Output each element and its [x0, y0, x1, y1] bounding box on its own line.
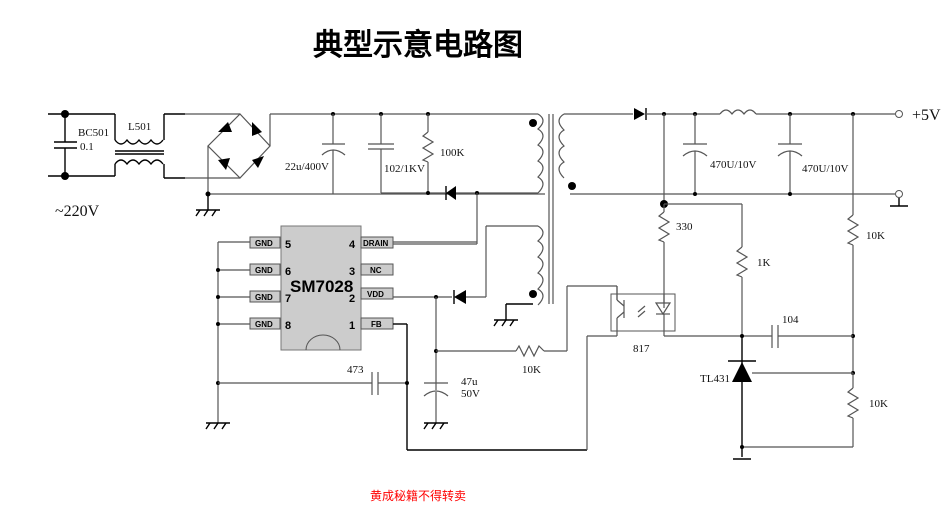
svg-text:GND: GND [255, 266, 273, 275]
snubber-res-label: 100K [440, 147, 465, 159]
svg-text:7: 7 [285, 293, 291, 305]
ic-name: SM7028 [290, 277, 353, 296]
svg-text:4: 4 [349, 239, 356, 251]
output-cap1-label: 470U/10V [710, 159, 757, 171]
secondary-output: +5V [585, 107, 941, 207]
output-terminal-ground [895, 190, 903, 198]
ic-sm7028: SM7028 GND 5 GND 6 GND 7 GND 8 DRAIN 4 [249, 225, 394, 351]
rcd-snubber [368, 112, 538, 200]
bc501-value: 0.1 [80, 141, 94, 153]
svg-text:VDD: VDD [367, 290, 384, 299]
l501-label: L501 [128, 121, 151, 133]
output-terminal-positive [895, 110, 903, 118]
ac-input-section: BC501 0.1 ~220V [48, 110, 115, 220]
footer-note: 黄成秘籍不得转卖 [370, 488, 466, 503]
common-mode-choke-l501 [114, 113, 185, 179]
fb-cap-label: 473 [347, 364, 364, 376]
tl431-label: TL431 [700, 373, 730, 385]
ic-pin-5: GND 5 [249, 236, 291, 251]
r330-label: 330 [676, 221, 693, 233]
vdd-cap-value: 47u [461, 376, 478, 388]
svg-text:FB: FB [371, 320, 382, 329]
vdd-cap-voltage: 50V [461, 388, 480, 400]
svg-text:2: 2 [349, 293, 355, 305]
x-capacitor-bc501 [54, 114, 77, 176]
tl431-symbol [732, 362, 752, 382]
ic-pin-2: VDD 2 [349, 287, 394, 305]
ground-icon [493, 319, 518, 327]
r-bottom-label: 10K [869, 398, 888, 410]
bridge-diode-2 [252, 122, 262, 136]
bulk-cap-label: 22u/400V [285, 161, 329, 173]
input-voltage-label: ~220V [55, 203, 100, 220]
snubber-cap-label: 102/1KV [384, 163, 425, 175]
comp-cap-label: 104 [782, 314, 799, 326]
optocoupler-label: 817 [633, 343, 650, 355]
svg-text:8: 8 [285, 320, 291, 332]
vdd-supply [393, 285, 618, 430]
output-diode [634, 108, 645, 120]
fb-res-label: 10K [522, 364, 541, 376]
bridge-diode-4 [252, 156, 264, 168]
svg-text:3: 3 [349, 266, 355, 278]
transformer [485, 113, 660, 327]
output-cap2-label: 470U/10V [802, 163, 849, 175]
svg-text:GND: GND [255, 239, 273, 248]
svg-text:GND: GND [255, 320, 273, 329]
r-top-label: 10K [866, 230, 885, 242]
svg-text:6: 6 [285, 266, 291, 278]
ground-icon [205, 422, 230, 430]
svg-text:NC: NC [370, 266, 382, 275]
svg-text:1: 1 [349, 320, 355, 332]
ic-ground-rail [205, 241, 250, 430]
ground-icon [195, 209, 220, 217]
ic-pin-7: GND 7 [249, 290, 291, 305]
r1k-label: 1K [757, 257, 771, 269]
fb-capacitor-473 [218, 372, 409, 395]
svg-text:GND: GND [255, 293, 273, 302]
bridge-diode-1 [218, 122, 232, 132]
vdd-diode [454, 290, 466, 304]
bulk-capacitor [321, 112, 346, 194]
bc501-label: BC501 [78, 127, 109, 139]
svg-text:5: 5 [285, 239, 291, 251]
bridge-diode-3 [218, 158, 230, 170]
ic-pin-3: NC 3 [349, 263, 394, 278]
bridge-rectifier [185, 113, 545, 217]
ic-pin-6: GND 6 [249, 263, 291, 278]
output-voltage-label: +5V [912, 107, 941, 124]
feedback-network [657, 114, 860, 460]
snubber-diode [446, 186, 456, 200]
optocoupler-817 [610, 286, 676, 336]
svg-text:DRAIN: DRAIN [363, 239, 389, 248]
diagram-title: 典型示意电路图 [313, 28, 523, 63]
ground-icon [423, 422, 448, 430]
ic-pin-8: GND 8 [249, 317, 291, 332]
